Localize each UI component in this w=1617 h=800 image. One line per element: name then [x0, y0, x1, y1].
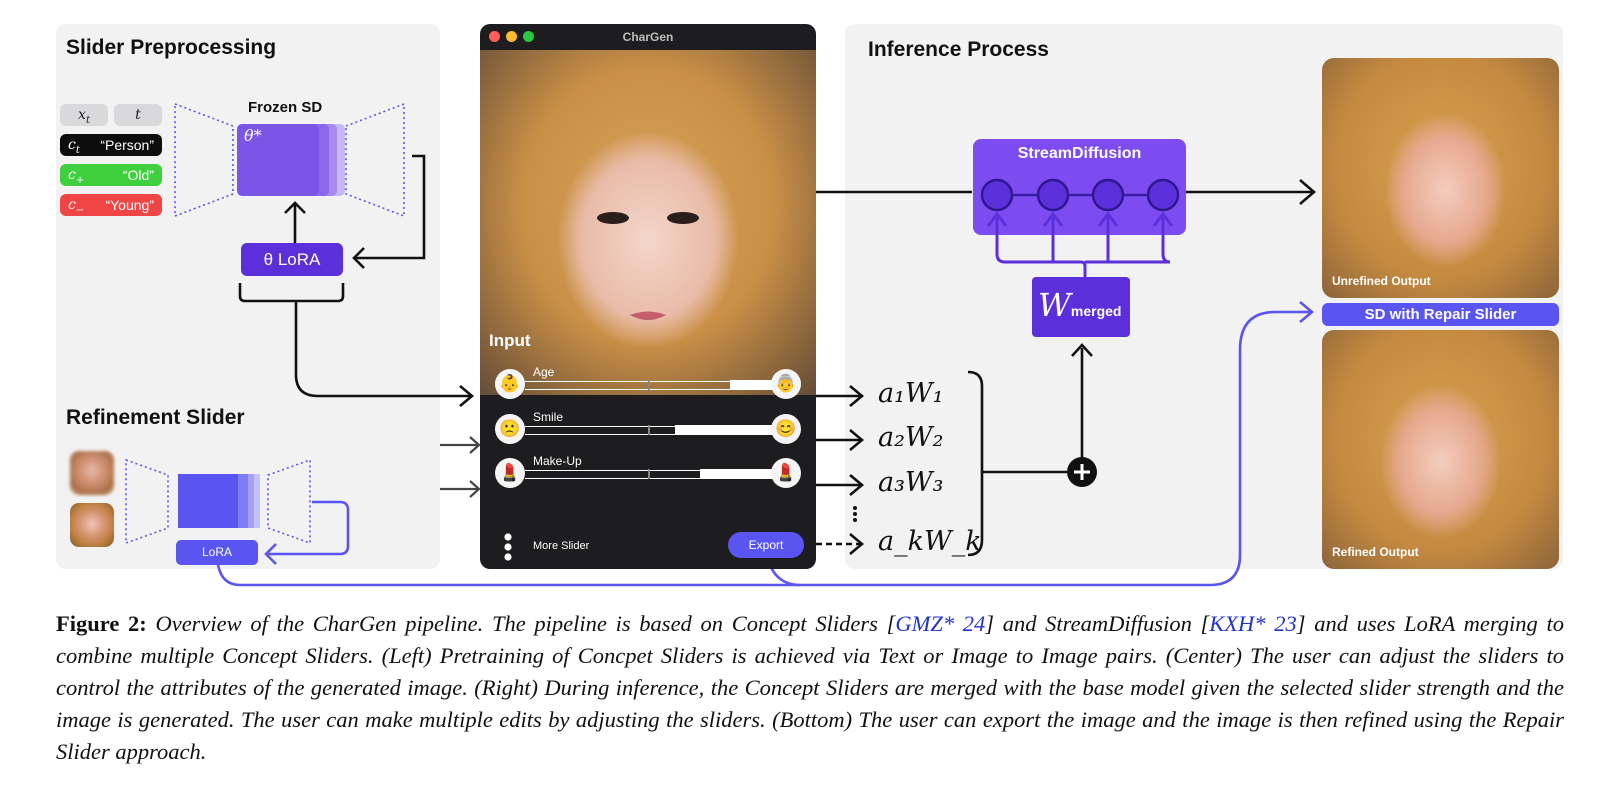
vertical-dots-icon: [504, 533, 512, 561]
figure-caption: Figure 2: Overview of the CharGen pipeli…: [56, 608, 1564, 768]
frozen-sd-label: Frozen SD: [248, 99, 323, 116]
export-button[interactable]: Export: [728, 532, 804, 558]
stream-diffusion-box: [973, 139, 1186, 235]
refined-output-image: Refined Output: [1322, 330, 1559, 569]
w-merged-box: [1032, 277, 1130, 337]
input-photo: [480, 50, 816, 395]
export-label: Export: [748, 538, 784, 552]
elder-icon: 👵: [771, 369, 801, 399]
refinement-slider-title: Refinement Slider: [66, 406, 245, 429]
theta-lora-box: θ LoRA: [241, 243, 343, 276]
w-merged-label: Wmerged: [1038, 286, 1121, 324]
maximize-dot[interactable]: [523, 31, 534, 42]
cplus-var: c+: [68, 167, 85, 186]
slider-smile-track[interactable]: [525, 426, 775, 435]
decoder-trapezoid: [345, 102, 405, 218]
ct-var: ct: [68, 137, 80, 156]
chargen-app-window: CharGen Input 👶 Age 👵 🙁 Smile 😊 💄 Make-U…: [480, 24, 816, 569]
slider-age-fill: [730, 380, 775, 390]
theta-star-label: θ*: [244, 126, 262, 145]
chip-ct: ct “Person”: [60, 134, 162, 156]
caption-figure-label: Figure 2:: [56, 611, 147, 636]
app-title: CharGen: [622, 30, 674, 44]
inference-process-title: Inference Process: [868, 38, 1049, 61]
refined-output-label: Refined Output: [1332, 545, 1419, 559]
lipstick-left-icon: 💄: [495, 458, 525, 488]
chip-cminus: c− “Young”: [60, 194, 162, 216]
slider-makeup-label: Make-Up: [533, 454, 582, 468]
chip-xt: xt: [60, 104, 108, 126]
ct-label: “Person”: [100, 137, 154, 153]
unrefined-output-label: Unrefined Output: [1332, 274, 1431, 288]
stream-diffusion-label: StreamDiffusion: [1017, 145, 1142, 162]
refine-lora-label: LoRA: [201, 545, 233, 559]
cminus-label: “Young”: [105, 197, 154, 213]
chip-cplus: c+ “Old”: [60, 164, 162, 186]
more-slider-label: More Slider: [533, 540, 590, 552]
weight-a3w3: a₃W₃: [878, 467, 944, 498]
smile-face-icon: 😊: [771, 414, 801, 444]
repair-slider-banner: SD with Repair Slider: [1322, 303, 1559, 326]
face-sketch: [597, 212, 699, 320]
cminus-var: c−: [68, 197, 85, 216]
blurred-face-thumbnail: [70, 451, 114, 495]
slider-smile-tick: [648, 425, 650, 435]
input-label: Input: [489, 331, 531, 350]
weight-a2w2: a₂W₂: [878, 422, 944, 453]
baby-icon: 👶: [495, 369, 525, 399]
citation-kxh23[interactable]: KXH* 23: [1209, 611, 1297, 636]
slider-smile-label: Smile: [533, 410, 564, 424]
weight-akwk: a_kW_k: [878, 526, 982, 557]
sad-face-icon: 🙁: [495, 414, 525, 444]
repair-slider-label: SD with Repair Slider: [1364, 306, 1517, 323]
refine-block: [178, 474, 238, 528]
theta-lora-label: θ LoRA: [263, 250, 321, 269]
frozen-sd-block: [237, 124, 319, 196]
refine-lora-box: LoRA: [176, 540, 258, 565]
w-merged-sub: merged: [1070, 303, 1122, 319]
chip-t: t: [114, 104, 162, 126]
slider-smile-fill: [675, 425, 775, 435]
slider-makeup-tick: [648, 469, 650, 479]
sharp-face-thumbnail: [70, 503, 114, 547]
caption-part2: ] and StreamDiffusion [: [985, 611, 1210, 636]
slider-makeup-track[interactable]: [525, 470, 775, 479]
slider-makeup-fill: [700, 469, 775, 479]
lipstick-right-icon: 💄: [771, 458, 801, 488]
slider-preprocessing-title: Slider Preprocessing: [66, 36, 277, 59]
slider-age-track[interactable]: [525, 381, 775, 390]
weight-a1w1: a₁W₁: [878, 378, 944, 409]
caption-part3: ] and uses LoRA merging to combine multi…: [56, 611, 1564, 764]
w-merged-main: W: [1038, 286, 1071, 324]
caption-part1: Overview of the CharGen pipeline. The pi…: [146, 611, 896, 636]
slider-age-tick: [648, 380, 650, 390]
unrefined-output-image: Unrefined Output: [1322, 58, 1559, 298]
minimize-dot[interactable]: [506, 31, 517, 42]
encoder-trapezoid: [174, 102, 234, 218]
cplus-label: “Old”: [122, 167, 154, 183]
citation-gmz24[interactable]: GMZ* 24: [895, 611, 986, 636]
close-dot[interactable]: [489, 31, 500, 42]
slider-age-label: Age: [533, 365, 555, 379]
